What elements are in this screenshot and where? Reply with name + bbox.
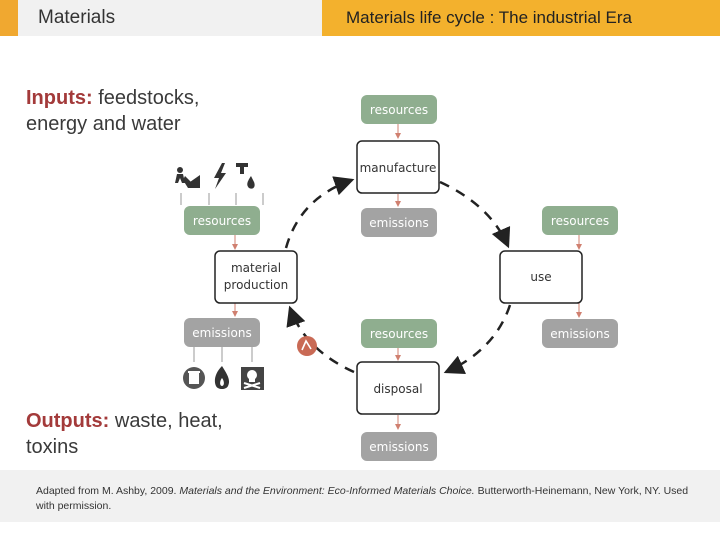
manufacture-label: manufacture [360,161,437,175]
inputs-description: feedstocks, energy and water [26,87,200,135]
citation-prefix: Adapted from M. Ashby, 2009. [36,485,180,497]
inputs-label: Inputs: [26,87,93,109]
skull-crossbones-icon [241,367,264,390]
production-emissions-label: emissions [192,326,251,340]
section-title: Materials [38,7,116,28]
oil-drop-icon [188,175,200,188]
disposal-label: disposal [373,382,422,396]
manufacture-emissions-node [361,208,437,237]
manufacture-box [356,140,440,194]
citation-suffix: Butterworth-Heinemann, New York, NY. Use… [36,485,689,512]
outputs-text: Outputs: waste, heat, toxins [26,408,276,460]
use-box [499,250,583,304]
disposal-resources-node [361,319,437,348]
manufacture-emissions-label: emissions [369,216,428,230]
bottom-strip [0,524,720,540]
material-production-line2: production [224,278,288,292]
production-resources-node [184,206,260,235]
use-resources-node [542,206,618,235]
use-resources-label: resources [551,214,609,228]
header-accent [0,0,18,36]
use-label: use [530,270,551,284]
recycle-icon [297,336,317,356]
material-production-box [214,250,298,304]
outputs-description: waste, heat, toxins [26,410,223,458]
title-bar [322,0,720,36]
cycle-arrow-use-disposal [443,304,512,374]
citation-title: Materials and the Environment: Eco-Infor… [179,485,475,497]
inputs-text: Inputs: feedstocks, energy and water [26,85,256,137]
citation-band [0,470,720,522]
manufacture-resources-label: resources [370,103,428,117]
trash-can-icon [183,367,205,389]
production-resources-label: resources [193,214,251,228]
manufacture-resources-node [361,95,437,124]
slide-title: Materials life cycle : The industrial Er… [346,8,632,27]
use-emissions-label: emissions [550,327,609,341]
disposal-resources-label: resources [370,327,428,341]
disposal-emissions-node [361,432,437,461]
disposal-box [356,361,440,415]
production-emissions-node [184,318,260,347]
material-production-line1: material [231,261,281,275]
cycle-arrow-production-manufacture [284,176,355,249]
outputs-label: Outputs: [26,410,110,432]
disposal-emissions-label: emissions [369,440,428,454]
water-tap-icon [236,163,255,189]
lightning-icon [214,163,226,189]
cycle-arrow-manufacture-use [439,180,511,249]
flame-icon [214,366,230,389]
use-emissions-node [542,319,618,348]
citation: Adapted from M. Ashby, 2009. Materials a… [36,484,708,514]
